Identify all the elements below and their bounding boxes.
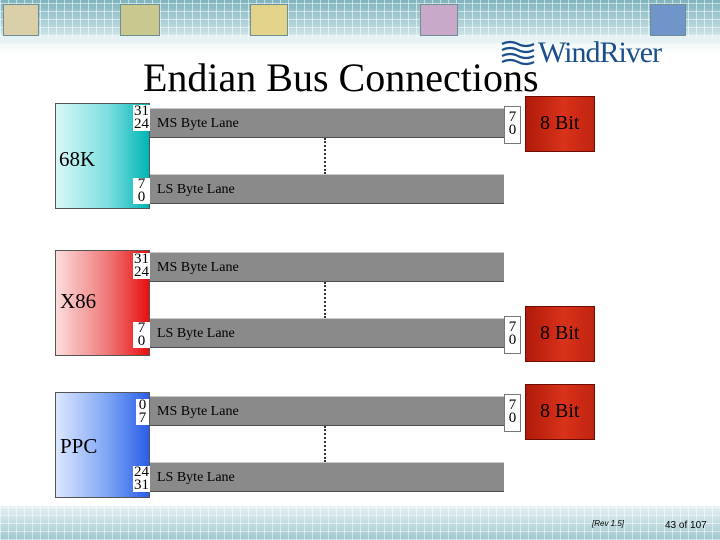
device-8bit-68k [525, 96, 595, 152]
banner-thumbnail [3, 4, 39, 36]
bit-range-ppc-ms: 0 7 [136, 397, 149, 426]
lane-x86-ms [150, 252, 504, 282]
device-label: 8 Bit [540, 322, 580, 344]
banner-thumbnail [120, 4, 160, 36]
footer-banner [0, 506, 720, 540]
lane-68k-ms [150, 108, 504, 138]
windriver-logo-mark [501, 40, 535, 66]
device-bit-range: 7 0 [504, 316, 521, 354]
lane-x86-ls [150, 318, 504, 348]
lane-ppc-ms [150, 396, 504, 426]
page-title: Endian Bus Connections [143, 55, 539, 100]
bit-range-x86-ls: 7 0 [133, 320, 150, 349]
bit-number: 0 [137, 333, 146, 349]
bit-number: 7 [508, 397, 517, 413]
bit-number: 31 [134, 477, 149, 493]
lane-label-68k-ls: LS Byte Lane [157, 182, 235, 197]
lane-label-ppc-ms: MS Byte Lane [157, 404, 239, 419]
bit-number: 31 [134, 251, 149, 267]
bit-number: 0 [508, 332, 517, 348]
banner-thumbnail [420, 4, 458, 36]
device-label: 8 Bit [540, 400, 580, 422]
logo-text: WindRiver [538, 36, 662, 69]
bit-number: 24 [134, 264, 149, 280]
bit-range-ppc-ls: 24 31 [133, 464, 150, 493]
page-number: 43 of 107 [665, 520, 707, 531]
lane-label-ppc-ls: LS Byte Lane [157, 470, 235, 485]
device-bit-range: 7 0 [504, 106, 521, 144]
device-bit-range: 7 0 [504, 394, 521, 432]
bit-number: 0 [508, 410, 517, 426]
bit-number: 7 [137, 320, 146, 336]
device-8bit-x86 [525, 306, 595, 362]
bit-number: 7 [138, 410, 147, 426]
lane-label-68k-ms: MS Byte Lane [157, 116, 239, 131]
bit-number: 7 [508, 319, 517, 335]
lane-gap-dots [324, 138, 326, 174]
device-8bit-ppc [525, 384, 595, 440]
bit-range-68k-ls: 7 0 [133, 176, 150, 205]
bit-number: 7 [137, 176, 146, 192]
lane-gap-dots [324, 426, 326, 462]
bit-number: 0 [138, 397, 147, 413]
bit-number: 24 [134, 116, 149, 132]
banner-thumbnail [250, 4, 288, 36]
bit-range-68k-ms: 31 24 [133, 103, 150, 132]
lane-label-x86-ms: MS Byte Lane [157, 260, 239, 275]
cpu-label-68k: 68K [59, 147, 96, 171]
bit-number: 7 [508, 109, 517, 125]
bit-number: 0 [137, 189, 146, 205]
lane-label-x86-ls: LS Byte Lane [157, 326, 235, 341]
banner-thumbnail [650, 4, 686, 36]
cpu-label-ppc: PPC [60, 434, 98, 458]
lane-gap-dots [324, 282, 326, 318]
bit-number: 31 [134, 103, 149, 119]
cpu-label-x86: X86 [60, 289, 97, 313]
lane-68k-ls [150, 174, 504, 204]
windriver-logo: WindRiver [500, 36, 680, 70]
lane-ppc-ls [150, 462, 504, 492]
revision-label: [Rev 1.5] [592, 519, 625, 528]
bit-range-x86-ms: 31 24 [133, 251, 150, 280]
banner-fade [0, 36, 720, 56]
device-label: 8 Bit [540, 112, 580, 134]
bit-number: 0 [508, 122, 517, 138]
bit-number: 24 [134, 464, 149, 480]
